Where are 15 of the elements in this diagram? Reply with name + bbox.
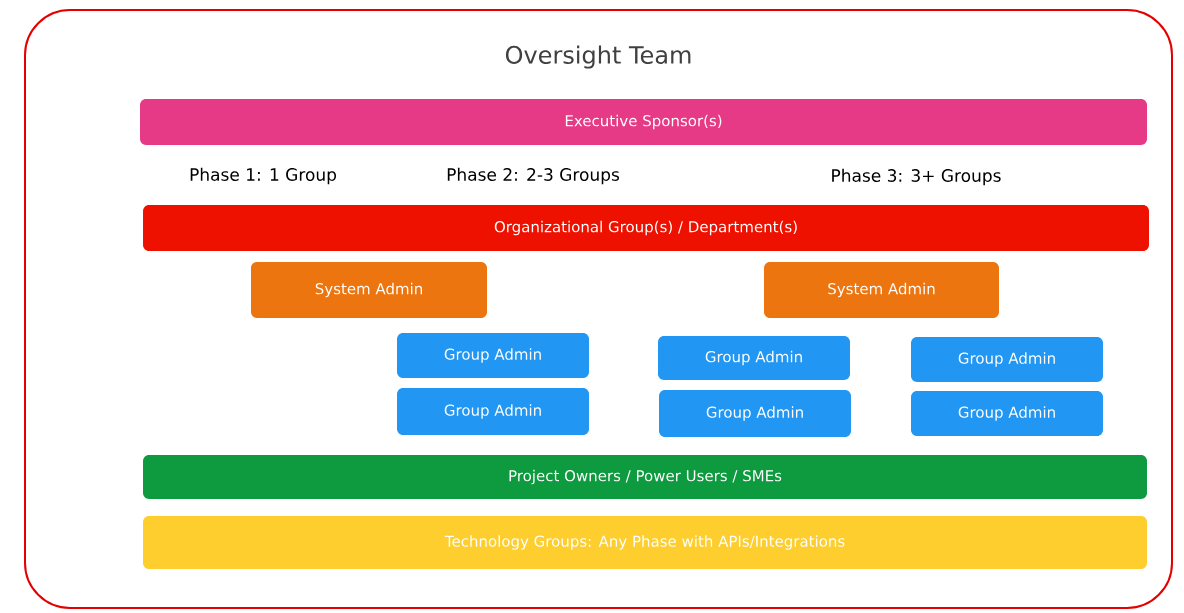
- department-bar: Organizational Group(s) / Department(s): [143, 205, 1149, 251]
- phase-label: Phase 3: 3+ Groups: [832, 168, 1001, 186]
- admin-box: Group Admin: [397, 388, 589, 435]
- admin-box: System Admin: [764, 262, 999, 318]
- sponsor-bar: Executive Sponsor(s): [140, 99, 1147, 145]
- admin-box: System Admin: [251, 262, 487, 318]
- admin-box: Group Admin: [911, 391, 1103, 436]
- admin-box: Group Admin: [658, 336, 850, 380]
- admin-box: Group Admin: [659, 390, 851, 437]
- admin-box: Group Admin: [911, 337, 1103, 382]
- admin-box: Group Admin: [397, 333, 589, 378]
- technology-bar: Technology Groups: Any Phase with APIs/Integrations: [143, 516, 1147, 569]
- phase-label: Phase 1: 1 Group: [190, 167, 337, 185]
- phase-label: Phase 2: 2-3 Groups: [447, 167, 620, 185]
- users-bar: Project Owners / Power Users / SMEs: [143, 455, 1147, 499]
